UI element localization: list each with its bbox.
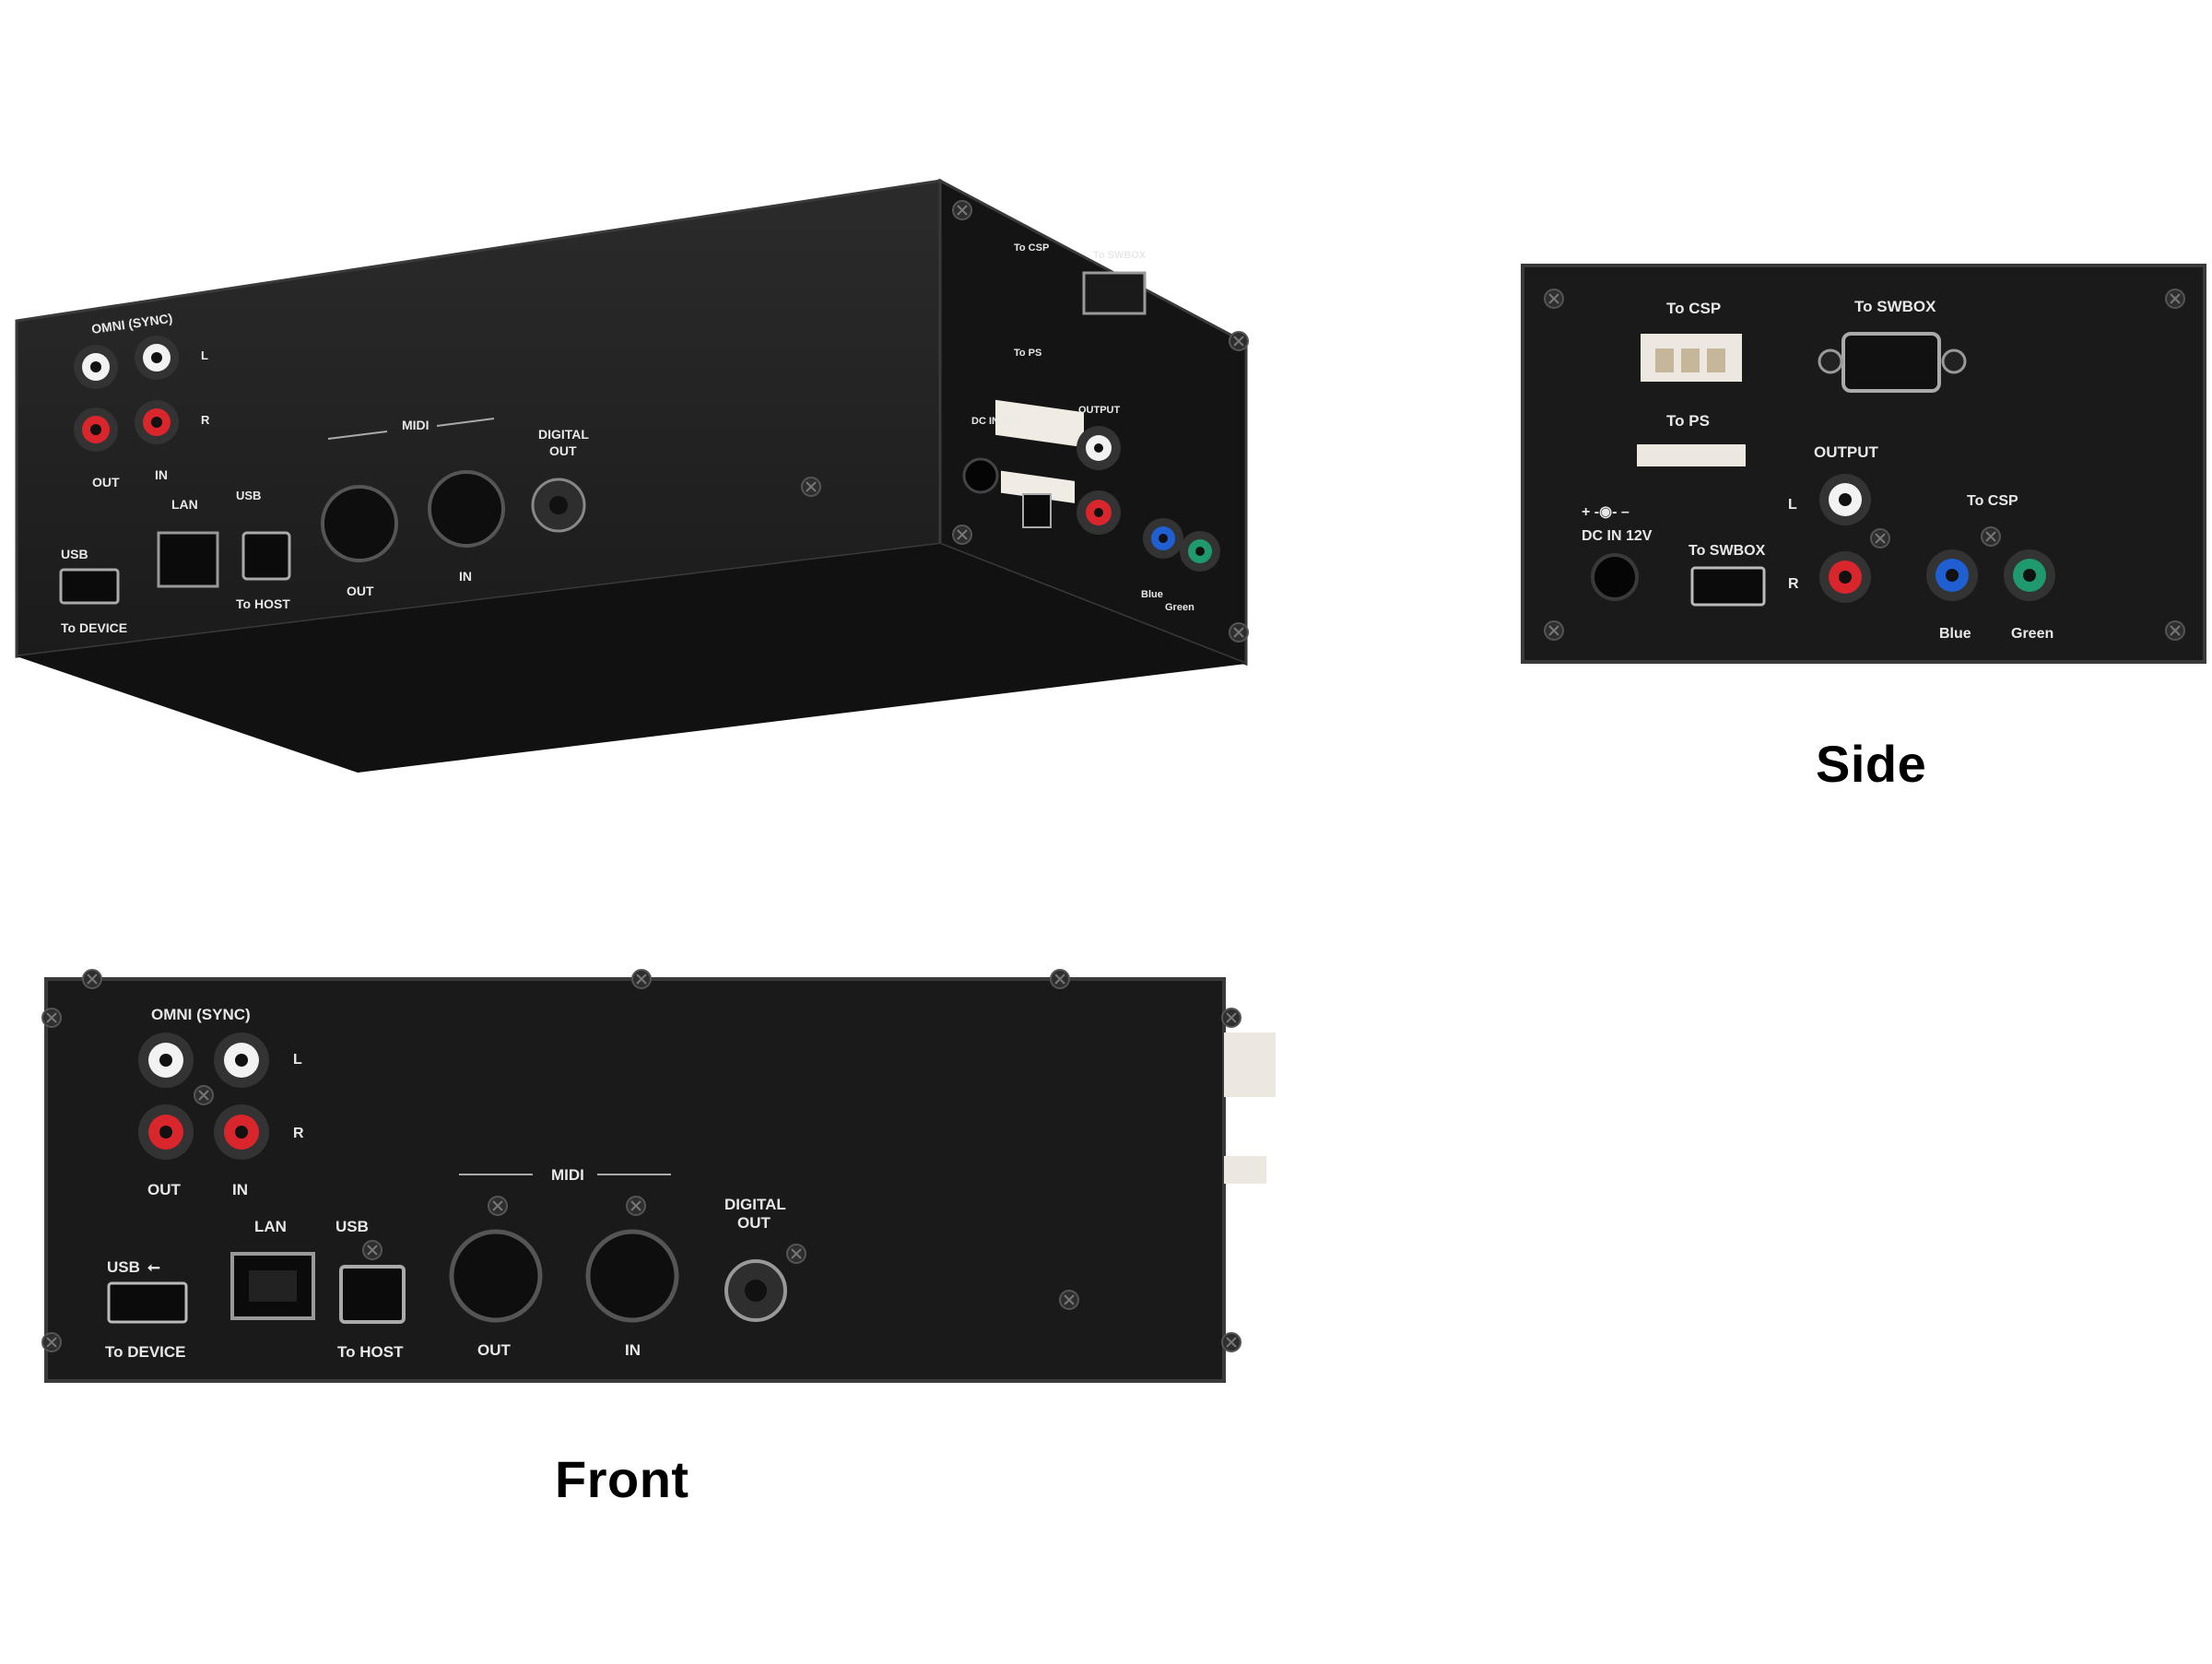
- side-vga-port: [1841, 332, 1941, 393]
- front-usb-a-port: [107, 1281, 188, 1324]
- angled-lan-port: [157, 531, 219, 588]
- angled-rca-omni: [74, 336, 179, 452]
- angled-lan-label: LAN: [171, 497, 198, 512]
- front-omni-label: OMNI (SYNC): [151, 1006, 251, 1023]
- side-green-label: Green: [2011, 626, 2053, 642]
- front-usb-symbol-icon: ⭠: [147, 1258, 160, 1276]
- angled-usb-b-port: [241, 531, 291, 581]
- side-csp-rca: [1926, 549, 2055, 601]
- side-to-ps-label: To PS: [1666, 412, 1710, 430]
- front-in-label: IN: [232, 1181, 248, 1198]
- angled-digital-label: DIGITAL: [538, 427, 589, 442]
- front-r-label: R: [293, 1126, 304, 1141]
- angled-to-ps-connector: [1001, 470, 1075, 503]
- front-caption: Front: [555, 1450, 689, 1508]
- angled-usb-a-port: [59, 568, 120, 605]
- angled-midi-out-port: [321, 485, 398, 562]
- front-side-connector: [1224, 1033, 1276, 1097]
- angled-to-swbox-label: To SWBOX: [1093, 250, 1147, 261]
- side-chassis: [1521, 264, 2206, 664]
- front-midi-label: MIDI: [551, 1166, 584, 1184]
- angled-midi-label: MIDI: [402, 418, 429, 432]
- front-usb-label: USB: [107, 1258, 140, 1276]
- angled-digital-out-label: OUT: [549, 443, 577, 458]
- angled-in-label: IN: [155, 467, 168, 482]
- angled-midi-in-port: [428, 470, 505, 548]
- front-usb-b-label: USB: [335, 1218, 369, 1235]
- side-usb-swbox-label: To SWBOX: [1688, 543, 1766, 559]
- angled-dc-in-label: DC IN 12V: [971, 416, 1020, 427]
- side-dc-in-label: DC IN 12V: [1582, 528, 1653, 544]
- front-view-panel: OMNI (SYNC) L R OUT IN USB ⭠ To DEVICE L…: [41, 969, 1276, 1383]
- angled-to-host-label: To HOST: [236, 596, 290, 611]
- side-caption: Side: [1816, 735, 1927, 793]
- angled-to-device-label: To DEVICE: [61, 620, 127, 635]
- angled-side-usb-port: [1022, 493, 1052, 528]
- angled-dc-jack: [962, 457, 999, 494]
- front-midi-in-port: [585, 1229, 679, 1323]
- angled-usb-label: USB: [61, 547, 88, 561]
- side-blue-label: Blue: [1939, 626, 1971, 642]
- angled-out-label: OUT: [92, 475, 120, 490]
- angled-l-label: L: [201, 348, 208, 362]
- side-rca-to-csp-label: To CSP: [1967, 493, 2018, 509]
- front-lan-label: LAN: [254, 1218, 287, 1235]
- side-to-swbox-label: To SWBOX: [1854, 298, 1936, 315]
- side-output-l-label: L: [1788, 497, 1797, 513]
- angled-midi-out-label: OUT: [347, 584, 374, 598]
- side-dc-symbol: + -◉- –: [1582, 504, 1630, 520]
- side-output-label: OUTPUT: [1814, 443, 1879, 461]
- angled-view-unit: OMNI (SYNC) L R OUT IN USB To DEVICE LAN…: [15, 178, 1249, 773]
- angled-vga-port: [1082, 271, 1147, 315]
- angled-output-label: OUTPUT: [1078, 405, 1121, 416]
- side-dc-jack: [1591, 553, 1639, 601]
- front-digital-label: DIGITAL: [724, 1196, 786, 1213]
- front-digital-out-label: OUT: [737, 1214, 771, 1232]
- angled-to-ps-label: To PS: [1014, 348, 1041, 359]
- front-midi-out-port: [449, 1229, 543, 1323]
- side-to-ps-connector: [1637, 444, 1746, 466]
- angled-usb-b-label: USB: [236, 489, 261, 502]
- angled-r-label: R: [201, 413, 210, 427]
- angled-green-label: Green: [1165, 602, 1194, 613]
- angled-to-csp-connector: [995, 399, 1084, 448]
- side-view-panel: To CSP To SWBOX To PS OUTPUT L R + -◉- –…: [1521, 264, 2206, 664]
- front-to-device-label: To DEVICE: [105, 1343, 186, 1361]
- front-midi-out-label: OUT: [477, 1341, 512, 1359]
- front-omni-rca: [138, 1033, 269, 1160]
- front-l-label: L: [293, 1052, 302, 1068]
- side-to-csp-label: To CSP: [1666, 300, 1721, 317]
- front-midi-in-label: IN: [625, 1341, 641, 1359]
- side-output-rca: [1819, 474, 1871, 603]
- side-output-r-label: R: [1788, 576, 1799, 592]
- chassis-lower-face: [17, 544, 1246, 773]
- front-to-host-label: To HOST: [337, 1343, 404, 1361]
- front-out-label: OUT: [147, 1181, 182, 1198]
- side-usb-port: [1690, 566, 1766, 607]
- angled-to-csp-label: To CSP: [1014, 242, 1049, 254]
- angled-midi-in-label: IN: [459, 569, 472, 584]
- angled-blue-label: Blue: [1141, 589, 1163, 600]
- front-usb-b-port: [339, 1265, 406, 1324]
